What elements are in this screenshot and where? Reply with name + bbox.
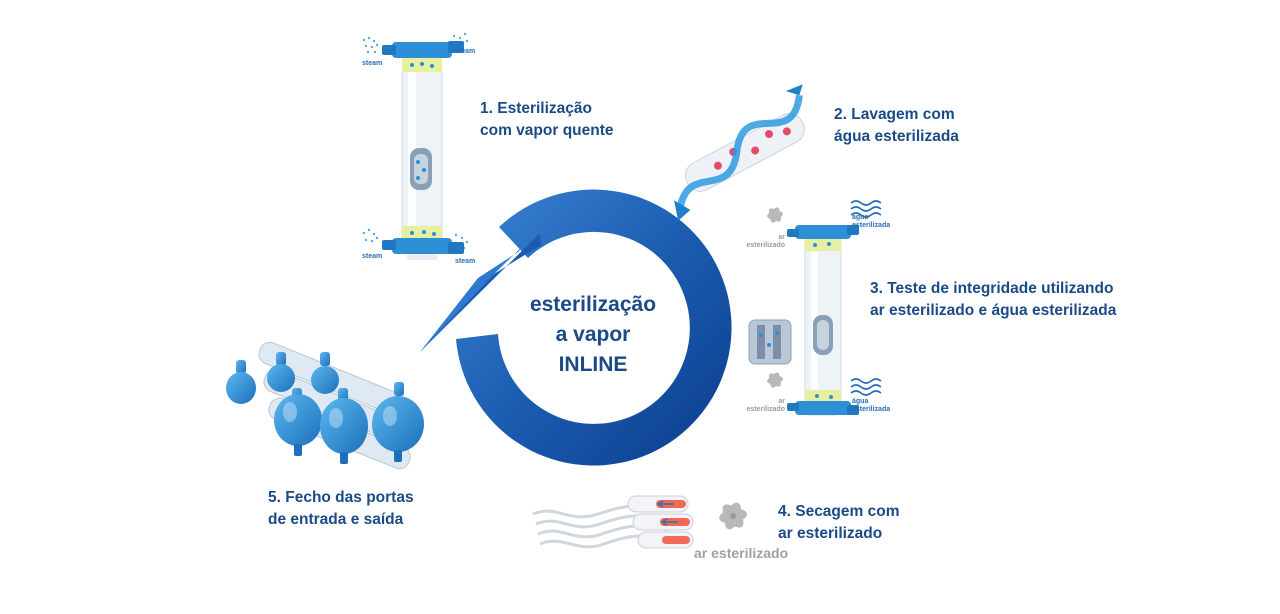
step5-line1: 5. Fecho das portas: [268, 489, 414, 506]
ar-label-top-line2: esterilizado: [746, 242, 785, 249]
fan-icon-bottom: [767, 372, 783, 388]
step3-line2: ar esterilizado e água esterilizada: [870, 302, 1117, 319]
steam-label-bottom-right: steam: [455, 258, 476, 265]
agua-label-bottom-line1: água: [852, 398, 869, 405]
agua-label-bottom: água esterilizada: [852, 398, 890, 414]
center-title-line2: a vapor: [555, 323, 631, 346]
step1-label: 1. Esterilização com vapor quente: [480, 98, 614, 142]
step5-line2: de entrada e saída: [268, 511, 404, 528]
step3-line1: 3. Teste de integridade utilizando: [870, 280, 1114, 297]
center-title-line3: INLINE: [558, 353, 628, 376]
step4-line1: 4. Secagem com: [778, 503, 900, 520]
integrity-module-illustration: [748, 200, 882, 416]
center-title: esterilização a vapor INLINE: [498, 290, 688, 380]
step1-line1: 1. Esterilização: [480, 100, 593, 117]
step2-line1: 2. Lavagem com: [834, 106, 955, 123]
ar-label-bottom-line1: ar: [778, 398, 785, 405]
step1-line2: com vapor quente: [480, 122, 614, 139]
step2-line2: água esterilizada: [834, 128, 959, 145]
fan-icon: [719, 502, 747, 530]
cycle-arrow-body: [456, 189, 732, 466]
fan-icon-top: [767, 207, 783, 223]
step4-label: 4. Secagem com ar esterilizado: [778, 501, 899, 545]
wave-icon-top: [850, 200, 882, 218]
center-title-line1: esterilização: [529, 293, 657, 316]
washing-fibre-illustration: [674, 84, 805, 221]
steam-module-illustration: [362, 32, 469, 260]
cycle-arrow-head: [420, 233, 541, 352]
drying-fibres-illustration: [532, 495, 747, 549]
agua-label-top-line2: esterilizada: [852, 222, 891, 229]
step2-label: 2. Lavagem com água esterilizada: [834, 104, 959, 148]
ar-label-bottom-line2: esterilizado: [746, 406, 785, 413]
agua-label-top-line1: água: [852, 214, 869, 221]
ar-label-top: ar esterilizado: [745, 234, 785, 250]
steam-label-top-right: steam: [455, 48, 476, 55]
agua-label-top: água esterilizada: [852, 214, 890, 230]
capped-modules-illustration: [226, 341, 424, 470]
steam-label-top-left: steam: [362, 60, 383, 67]
agua-label-bottom-line2: esterilizada: [852, 406, 891, 413]
steam-label-bottom-left: steam: [362, 253, 383, 260]
step5-label: 5. Fecho das portas de entrada e saída: [268, 487, 414, 531]
ar-label-top-line1: ar: [778, 234, 785, 241]
ar-esterilizado-label: ar esterilizado: [694, 545, 789, 561]
wave-icon-bottom: [850, 378, 882, 396]
ar-label-bottom: ar esterilizado: [745, 398, 785, 414]
step3-label: 3. Teste de integridade utilizando ar es…: [870, 278, 1116, 322]
step4-line2: ar esterilizado: [778, 525, 883, 542]
